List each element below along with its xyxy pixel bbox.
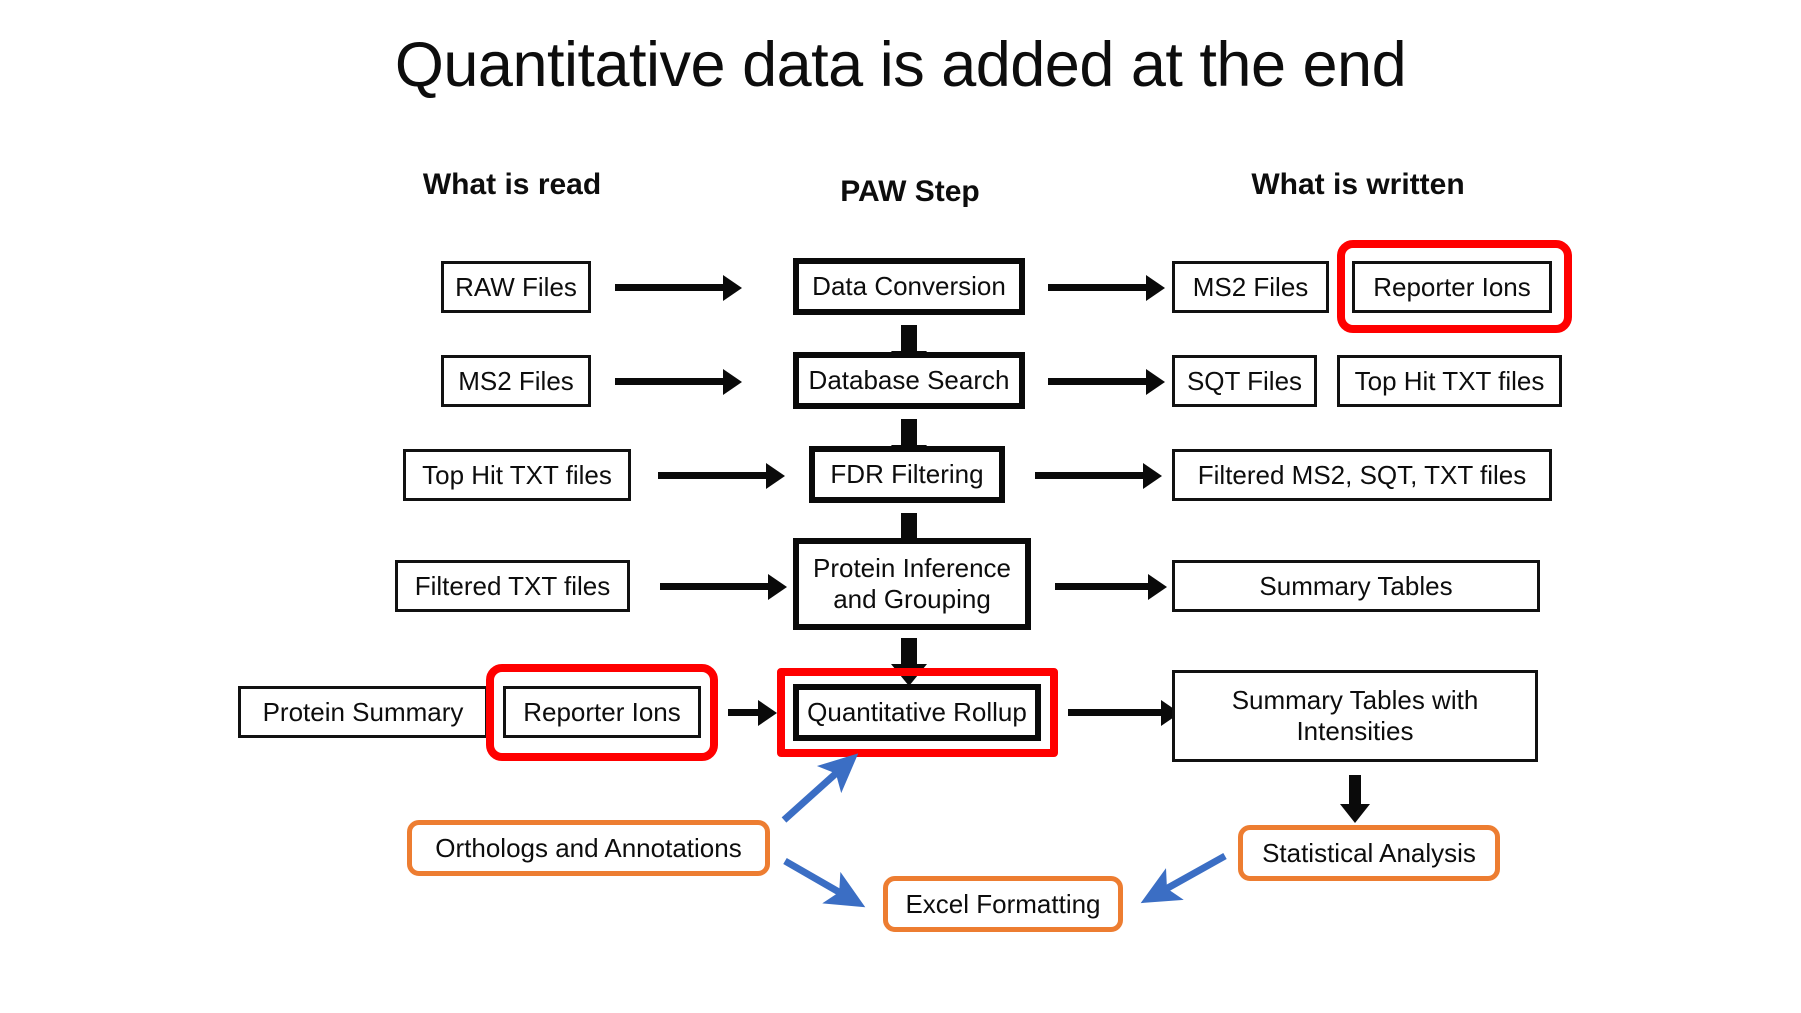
- arrow-top-hit-txt-to-fdr-filtering: [658, 472, 768, 479]
- arrow-raw-files-to-data-conversion: [615, 284, 725, 291]
- arrow-protein-inference-to-quantitative-rollup: [901, 638, 917, 666]
- arrow-quantitative-rollup-to-summary-tables-intensities: [1068, 709, 1163, 716]
- node-summary-tables-intensities-line2: Intensities: [1296, 716, 1414, 746]
- node-filtered-ms2-sqt-txt-files[interactable]: Filtered MS2, SQT, TXT files: [1172, 449, 1552, 501]
- arrow-fdr-filtering-to-protein-inference: [901, 513, 917, 541]
- node-filtered-txt-files[interactable]: Filtered TXT files: [395, 560, 630, 612]
- arrow-filtered-txt-to-protein-inference: [660, 583, 770, 590]
- node-protein-inference-line1: Protein Inference: [812, 553, 1011, 584]
- node-protein-inference-line2: and Grouping: [833, 584, 991, 614]
- node-statistical-analysis[interactable]: Statistical Analysis: [1238, 825, 1500, 881]
- node-reporter-ions-input[interactable]: Reporter Ions: [503, 686, 701, 738]
- node-orthologs-and-annotations[interactable]: Orthologs and Annotations: [407, 820, 770, 876]
- node-top-hit-txt-files-input[interactable]: Top Hit TXT files: [403, 449, 631, 501]
- blue-arrow-stats-to-excel: [1140, 852, 1227, 904]
- arrow-protein-inference-to-summary-tables: [1055, 583, 1150, 590]
- node-summary-tables[interactable]: Summary Tables: [1172, 560, 1540, 612]
- arrow-fdr-filtering-to-filtered-files: [1035, 472, 1145, 479]
- node-raw-files[interactable]: RAW Files: [441, 261, 591, 313]
- arrow-summary-tables-to-statistical-analysis: [1349, 775, 1361, 805]
- column-header-what-is-written: What is written: [1251, 168, 1465, 201]
- blue-arrow-orthologs-to-excel: [783, 857, 866, 908]
- arrow-ms2-files-to-database-search: [615, 378, 725, 385]
- node-database-search[interactable]: Database Search: [793, 352, 1025, 409]
- node-ms2-files-input[interactable]: MS2 Files: [441, 355, 591, 407]
- arrow-data-conversion-to-database-search: [901, 325, 917, 353]
- node-reporter-ions-output[interactable]: Reporter Ions: [1352, 261, 1552, 313]
- node-top-hit-txt-files-output[interactable]: Top Hit TXT files: [1337, 355, 1562, 407]
- slide-title: Quantitative data is added at the end: [394, 30, 1407, 100]
- node-protein-inference-and-grouping[interactable]: Protein Inference and Grouping: [793, 538, 1031, 630]
- node-summary-tables-with-intensities[interactable]: Summary Tables with Intensities: [1172, 670, 1538, 762]
- node-ms2-files-output[interactable]: MS2 Files: [1172, 261, 1329, 313]
- column-header-what-is-read: What is read: [422, 168, 602, 201]
- node-data-conversion[interactable]: Data Conversion: [793, 258, 1025, 315]
- node-protein-summary[interactable]: Protein Summary: [238, 686, 488, 738]
- arrow-database-search-to-sqt-files: [1048, 378, 1148, 385]
- arrow-database-search-to-fdr-filtering: [901, 419, 917, 447]
- node-summary-tables-intensities-line1: Summary Tables with: [1231, 685, 1479, 716]
- node-sqt-files[interactable]: SQT Files: [1172, 355, 1317, 407]
- blue-arrow-orthologs-to-rollup: [781, 753, 859, 823]
- arrow-data-conversion-to-ms2-files: [1048, 284, 1148, 291]
- node-fdr-filtering[interactable]: FDR Filtering: [809, 446, 1005, 503]
- node-excel-formatting[interactable]: Excel Formatting: [883, 876, 1123, 932]
- node-quantitative-rollup[interactable]: Quantitative Rollup: [793, 684, 1041, 741]
- column-header-paw-step: PAW Step: [840, 175, 980, 208]
- arrow-reporter-ions-to-quantitative-rollup: [728, 709, 760, 716]
